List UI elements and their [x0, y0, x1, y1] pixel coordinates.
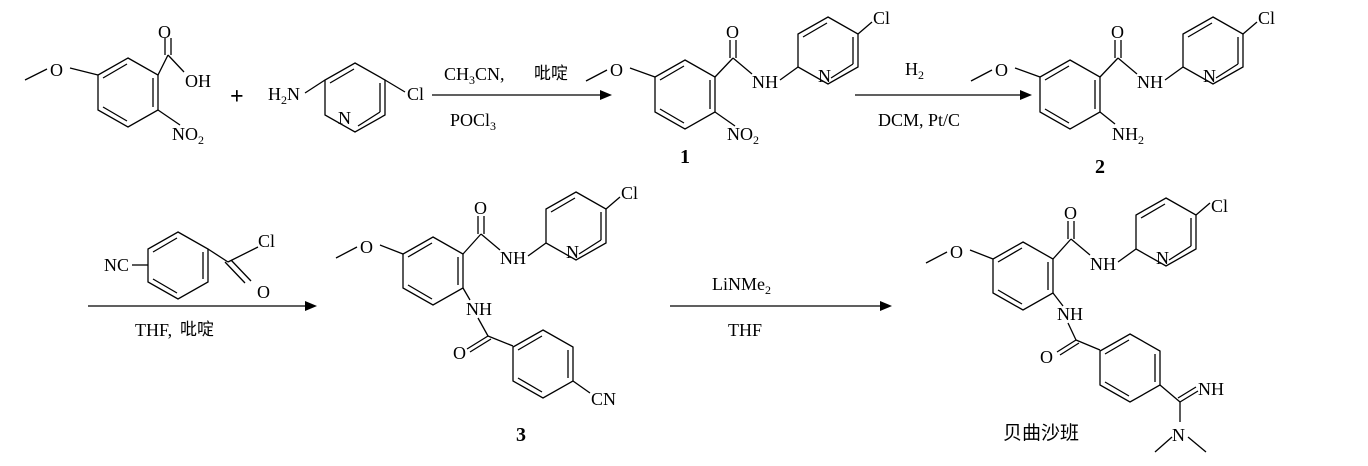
atom-o-amide-p: O [1064, 203, 1077, 223]
atom-nh-amide-2: NH [1137, 72, 1163, 92]
atom-cl-p: Cl [1211, 196, 1228, 216]
atom-o-benzoyl-p: O [1040, 347, 1053, 367]
atom-nh2-2: NH2 [1112, 124, 1144, 147]
atom-oh: OH [185, 71, 211, 91]
atom-nh-amide-p: NH [1090, 254, 1116, 274]
reaction-arrow-step3: THF, 吡啶 [88, 301, 317, 340]
atom-nh-anilide-3: NH [466, 299, 492, 319]
plus-sign: + [230, 84, 244, 110]
atom-nh-amide-3: NH [500, 248, 526, 268]
atom-n-pyridine: N [338, 108, 351, 128]
atom-nh-amide-1: NH [752, 72, 778, 92]
reactant-methoxy-nitrobenzoic-acid: O O OH NO2 [24, 22, 211, 147]
atom-cl-2: Cl [1258, 8, 1275, 28]
reaction-arrow-step1: CH3CN, 吡啶 POCl3 [432, 64, 612, 133]
compound-label-2: 2 [1095, 156, 1105, 178]
reaction-arrow-step4: LiNMe2 THF [670, 274, 892, 340]
atom-o-benzoyl-3: O [453, 343, 466, 363]
atom-nh2: H2N [268, 84, 300, 107]
step3-reagent-below: THF, [135, 320, 172, 340]
atom-o-amide-3: O [474, 198, 487, 218]
atom-nh-imine-p: NH [1198, 379, 1224, 399]
atom-cl-acyl: Cl [258, 231, 275, 251]
compound-label-3: 3 [516, 424, 526, 446]
atom-cn-3: CN [591, 389, 616, 409]
compound-2: O O NH NH2 N Cl 2 [970, 8, 1275, 178]
atom-cl-3: Cl [621, 183, 638, 203]
atom-cl: Cl [407, 84, 424, 104]
atom-n-pyridine-3: N [566, 242, 579, 262]
atom-no2: NO2 [172, 124, 204, 147]
atom-o-acyl: O [257, 282, 270, 302]
atom-o-methoxy-3: O [360, 237, 373, 257]
step2-reagent-below: DCM, Pt/C [878, 110, 960, 130]
product-betrixaban: O O NH N Cl NH O NH N 贝曲沙班 [925, 196, 1228, 453]
atom-n-dimethyl-p: N [1172, 425, 1185, 445]
atom-no2-1: NO2 [727, 124, 759, 147]
atom-o-methoxy-p: O [950, 242, 963, 262]
step2-reagent-above: H2 [905, 59, 924, 82]
compound-label-1: 1 [680, 146, 690, 168]
atom-o-amide-2: O [1111, 22, 1124, 42]
atom-nc-reagent: NC [104, 255, 129, 275]
reactant-aminochloropyridine: N H2N Cl [268, 62, 424, 133]
product-name-label: 贝曲沙班 [1003, 422, 1079, 444]
reagent-cyanobenzoyl-chloride: NC Cl O [104, 231, 275, 302]
atom-n-pyridine-1: N [818, 66, 831, 86]
compound-1: O O NH NO2 N Cl 1 [585, 8, 890, 168]
atom-n-pyridine-2: N [1203, 66, 1216, 86]
reaction-arrow-step2: H2 DCM, Pt/C [855, 59, 1032, 130]
atom-o-methoxy-1: O [610, 60, 623, 80]
atom-o-carbonyl: O [158, 22, 171, 42]
atom-nh-anilide-p: NH [1057, 304, 1083, 324]
atom-o-amide-1: O [726, 22, 739, 42]
compound-3: O O NH N Cl NH O CN 3 [335, 183, 638, 446]
atom-cl-1: Cl [873, 8, 890, 28]
atom-o-methoxy-2: O [995, 60, 1008, 80]
step3-solvent-pyridine: 吡啶 [180, 320, 214, 339]
step1-solvent-pyridine: 吡啶 [534, 64, 568, 83]
step4-reagent-below: THF [728, 320, 762, 340]
step1-reagent-above: CH3CN, [444, 64, 505, 87]
step4-reagent-above: LiNMe2 [712, 274, 771, 297]
atom-n-pyridine-p: N [1156, 248, 1169, 268]
atom-o-methoxy: O [50, 60, 63, 80]
step1-reagent-below: POCl3 [450, 110, 496, 133]
